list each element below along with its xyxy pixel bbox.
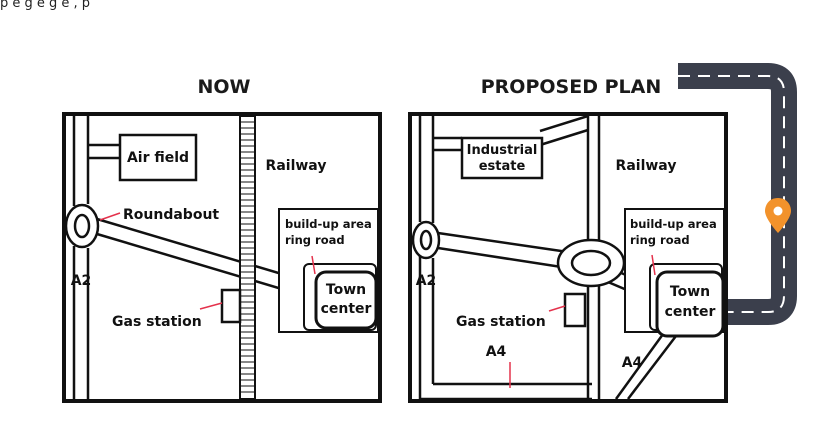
proposed-town-label-1: Town (670, 284, 710, 300)
proposed-a4-east-label: A4 (622, 355, 643, 371)
cropped-caption: p e g e g e , p (0, 0, 91, 10)
proposed-town-center (655, 270, 725, 338)
now-gas-station (220, 288, 242, 324)
proposed-town-label-2: center (665, 304, 716, 320)
proposed-a4-west-label: A4 (486, 344, 507, 360)
map-pin-icon (765, 198, 791, 233)
now-air-field (118, 133, 198, 182)
now-buildup-label: build-up area (285, 217, 372, 231)
now-a2-label: A2 (71, 273, 92, 289)
proposed-gas-station (563, 292, 587, 328)
now-roundabout-label: Roundabout (123, 207, 219, 223)
proposed-gas-station-label: Gas station (456, 314, 546, 330)
proposed-industrial-label-2: estate (479, 159, 526, 174)
proposed-ringroad-label: ring road (630, 233, 690, 247)
proposed-map (408, 112, 728, 403)
now-railway-track (239, 115, 256, 400)
now-town-label-1: Town (326, 282, 366, 298)
now-town-label-2: center (321, 301, 372, 317)
road-icon (678, 63, 797, 325)
now-town-center (314, 270, 378, 330)
proposed-railway-label: Railway (616, 158, 677, 174)
proposed-industrial-estate (460, 136, 544, 180)
now-air-field-label: Air field (127, 150, 189, 166)
proposed-a2-label: A2 (416, 273, 437, 289)
proposed-buildup-label: build-up area (630, 217, 717, 231)
now-map (62, 112, 382, 403)
now-title: NOW (197, 76, 250, 98)
now-ringroad-label: ring road (285, 233, 345, 247)
now-gas-station-label: Gas station (112, 314, 202, 330)
proposed-industrial-label-1: Industrial (467, 143, 538, 158)
proposed-title: PROPOSED PLAN (481, 76, 661, 98)
now-railway-label: Railway (266, 158, 327, 174)
